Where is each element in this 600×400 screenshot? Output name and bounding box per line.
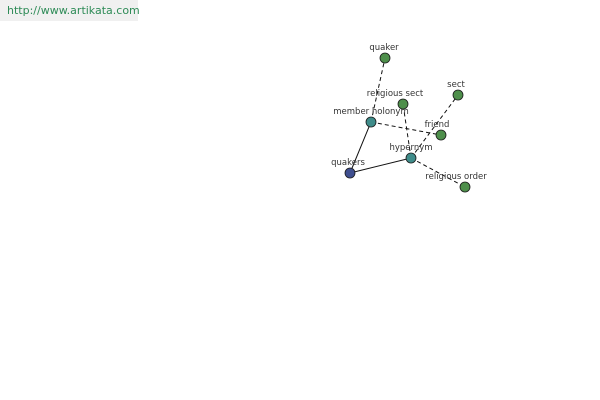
node-label-religious-order[interactable]: religious order — [425, 172, 487, 182]
edge-member-holonym-to-quaker — [370, 57, 386, 123]
node-label-religious-sect[interactable]: religious sect — [367, 89, 424, 99]
edge-hypernym-to-religious-order — [410, 157, 466, 188]
edge-quakers-to-hypernym — [349, 157, 412, 174]
node-label-sect[interactable]: sect — [447, 80, 465, 90]
node-quakers[interactable] — [344, 167, 356, 179]
source-url-banner[interactable]: http://www.artikata.com — [0, 0, 140, 21]
edge-hypernym-to-religious-sect — [402, 103, 412, 159]
node-member-holonym[interactable] — [365, 116, 377, 128]
edge-hypernym-to-sect — [410, 94, 459, 159]
node-friend[interactable] — [435, 129, 447, 141]
node-label-quaker[interactable]: quaker — [369, 43, 399, 53]
node-label-friend[interactable]: friend — [425, 120, 450, 130]
node-label-hypernym[interactable]: hypernym — [389, 143, 432, 153]
graph-edges — [349, 57, 466, 188]
node-label-quakers[interactable]: quakers — [331, 158, 365, 168]
edge-quakers-to-member-holonym — [349, 121, 372, 174]
node-hypernym[interactable] — [405, 152, 417, 164]
node-quaker[interactable] — [379, 52, 391, 64]
node-label-member-holonym[interactable]: member holonym — [333, 107, 408, 117]
node-sect[interactable] — [452, 89, 464, 101]
graph-nodes: quakers member holonym hypernym quaker relig… — [331, 43, 487, 193]
node-religious-order[interactable] — [459, 181, 471, 193]
node-religious-sect[interactable] — [397, 98, 409, 110]
